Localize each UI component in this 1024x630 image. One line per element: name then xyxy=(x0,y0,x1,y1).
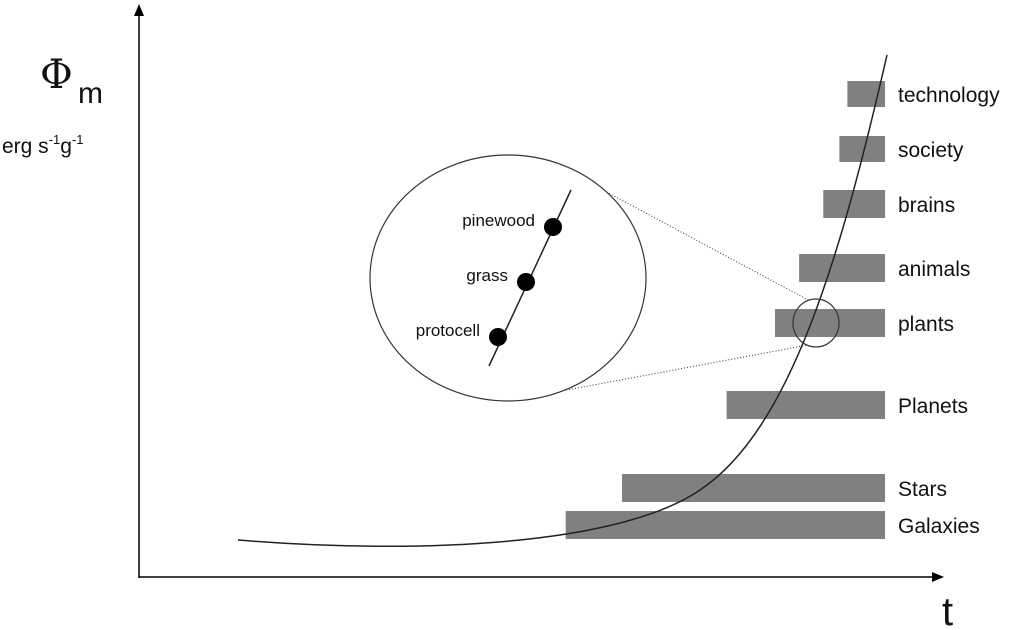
bar-planets xyxy=(726,391,885,419)
y-axis-arrow xyxy=(134,4,144,16)
point-label-grass: grass xyxy=(466,266,508,285)
axes xyxy=(134,4,944,582)
bar-technology xyxy=(847,81,885,107)
bar-label-plants: plants xyxy=(898,313,954,336)
bar-plants xyxy=(775,309,885,337)
bar-label-animals: animals xyxy=(898,258,970,281)
y-axis-symbol: Φ xyxy=(40,52,73,98)
category-bars: technology society brains animals plantsPlan… xyxy=(565,81,1000,539)
bar-brains xyxy=(823,190,886,218)
bar-label-society: society xyxy=(898,139,964,162)
bar-galaxies xyxy=(565,511,885,539)
growth-curve xyxy=(237,54,888,548)
y-axis-units: erg s-1g-1 xyxy=(2,132,84,158)
point-label-pinewood: pinewood xyxy=(462,211,535,230)
point-grass xyxy=(517,273,535,291)
bar-label-galaxies: Galaxies xyxy=(898,515,980,538)
bar-label-planets: Planets xyxy=(898,395,968,418)
bar-label-technology: technology xyxy=(898,84,1000,107)
bar-label-stars: Stars xyxy=(898,478,947,501)
y-axis-subscript: m xyxy=(78,77,103,110)
inset-points: pinewood grass protocell xyxy=(416,211,562,346)
point-pinewood xyxy=(544,218,562,236)
x-axis-arrow xyxy=(932,572,944,582)
point-protocell xyxy=(489,328,507,346)
zoom-callout: pinewood grass protocell xyxy=(369,154,840,402)
zoom-region-circle xyxy=(792,298,840,348)
zoom-connector-bottom xyxy=(512,344,809,401)
inset-circle xyxy=(369,154,647,402)
bar-stars xyxy=(622,474,885,502)
bar-animals xyxy=(799,254,885,282)
point-label-protocell: protocell xyxy=(416,321,480,340)
bar-label-brains: brains xyxy=(898,194,955,217)
x-axis-label: t xyxy=(942,590,953,630)
